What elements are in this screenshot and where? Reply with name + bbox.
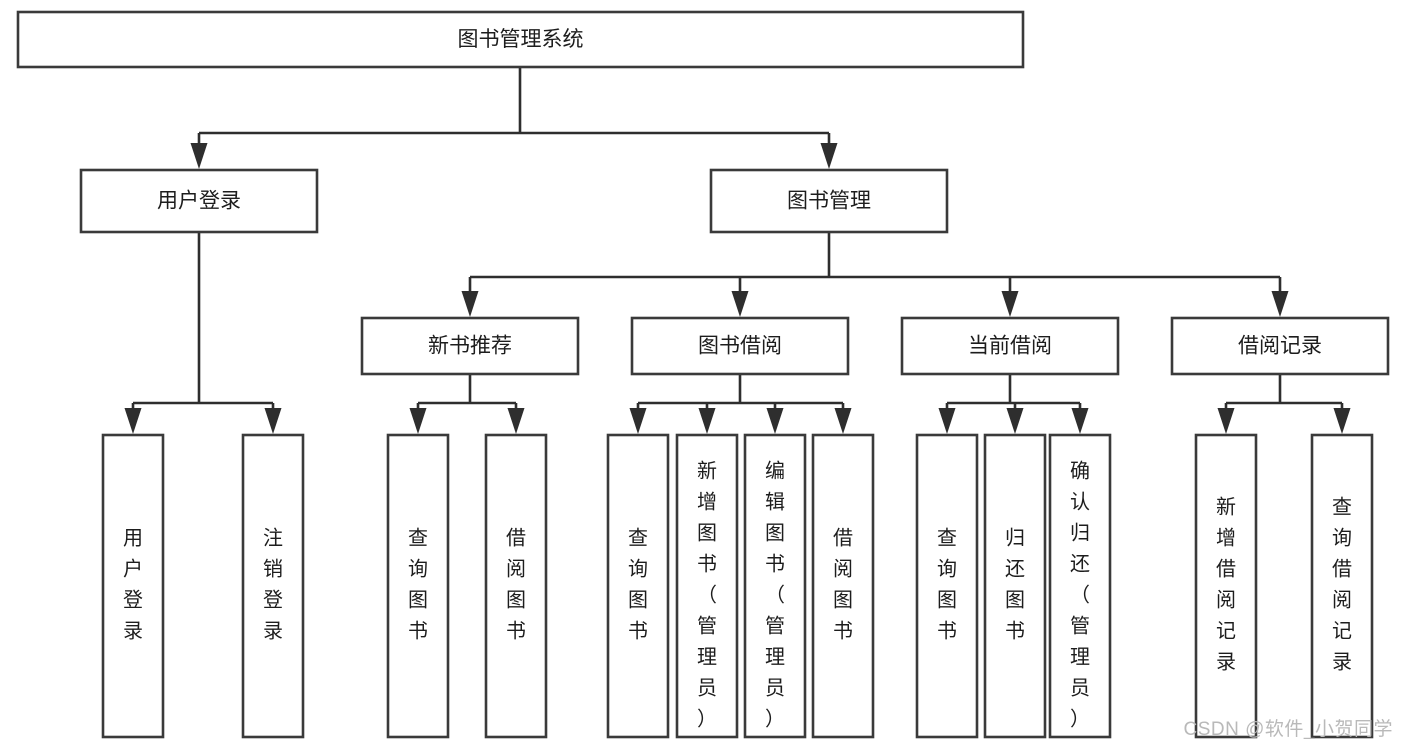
node-leaf[interactable]: 注销登录 [241,433,305,739]
connector-group [409,374,525,434]
node-box[interactable] [983,433,1047,739]
node-box[interactable] [101,433,165,739]
node-box[interactable] [1310,433,1374,739]
node-leaf[interactable]: 查询图书 [915,433,979,739]
node-box[interactable] [16,10,1025,69]
node-box[interactable] [606,433,670,739]
node-label: 新书推荐 [428,335,512,358]
node-level2[interactable]: 用户登录 [79,168,319,234]
arrowhead-icon [409,408,427,434]
node-box[interactable] [811,433,875,739]
node-label-vertical: 用户登录 [123,528,143,643]
connector-group [124,232,282,434]
node-leaf[interactable]: 归还图书 [983,433,1047,739]
node-box[interactable] [1048,433,1112,739]
node-label-vertical: 借阅图书 [833,527,853,643]
node-box[interactable] [630,316,850,376]
node-leaf[interactable]: 查询图书 [606,433,670,739]
node-level3[interactable]: 新书推荐 [360,316,580,376]
node-label-vertical: 确认归还（管理员） [1070,460,1090,731]
node-label-vertical: 新增借阅记录 [1216,496,1236,674]
node-label-vertical: 编辑图书（管理员） [765,460,785,731]
node-box[interactable] [79,168,319,234]
arrowhead-icon [264,408,282,434]
arrowhead-icon [190,143,208,169]
node-leaf[interactable]: 查询图书 [386,433,450,739]
node-leaf[interactable]: 新增图书（管理员） [675,433,739,739]
node-box[interactable] [709,168,949,234]
node-box[interactable] [1194,433,1258,739]
arrowhead-icon [1006,408,1024,434]
arrowhead-icon [461,291,479,317]
node-box[interactable] [1170,316,1390,376]
node-box[interactable] [484,433,548,739]
arrowhead-icon [766,408,784,434]
node-label-vertical: 查询图书 [628,527,648,643]
node-leaf[interactable]: 编辑图书（管理员） [743,433,807,739]
arrowhead-icon [698,408,716,434]
node-label-vertical: 归还图书 [1005,527,1025,643]
node-leaf[interactable]: 确认归还（管理员） [1048,433,1112,739]
node-leaf[interactable]: 查询借阅记录 [1310,433,1374,739]
node-label-vertical: 查询图书 [937,527,957,643]
node-label: 借阅记录 [1238,335,1322,358]
arrowhead-icon [820,143,838,169]
node-level3[interactable]: 图书借阅 [630,316,850,376]
connector-group [938,374,1089,434]
connector-group [461,232,1289,317]
node-leaf[interactable]: 借阅图书 [484,433,548,739]
node-box[interactable] [915,433,979,739]
arrowhead-icon [507,408,525,434]
node-label: 图书管理 [787,190,871,213]
arrowhead-icon [1001,291,1019,317]
node-label-vertical: 新增图书（管理员） [697,460,717,731]
arrowhead-icon [1071,408,1089,434]
arrowhead-icon [124,408,142,434]
connector-group [190,67,838,169]
node-leaf[interactable]: 新增借阅记录 [1194,433,1258,739]
node-label: 图书借阅 [698,335,782,358]
csdn-watermark: CSDN @软件_小贺同学 [1183,719,1393,740]
node-box[interactable] [675,433,739,739]
node-box[interactable] [900,316,1120,376]
node-label: 用户登录 [157,190,241,213]
node-label-vertical: 查询借阅记录 [1332,496,1352,674]
arrowhead-icon [1333,408,1351,434]
node-label-vertical: 查询图书 [408,527,428,643]
node-level3[interactable]: 借阅记录 [1170,316,1390,376]
arrowhead-icon [834,408,852,434]
node-leaf[interactable]: 用户登录 [101,433,165,739]
node-box[interactable] [386,433,450,739]
node-level3[interactable]: 当前借阅 [900,316,1120,376]
node-box[interactable] [360,316,580,376]
arrowhead-icon [731,291,749,317]
node-label: 当前借阅 [968,335,1052,358]
node-box[interactable] [241,433,305,739]
node-level2[interactable]: 图书管理 [709,168,949,234]
connector-group [629,374,852,434]
node-box[interactable] [743,433,807,739]
arrowhead-icon [629,408,647,434]
connector-group [1217,374,1351,434]
node-leaf[interactable]: 借阅图书 [811,433,875,739]
arrowhead-icon [1217,408,1235,434]
node-root[interactable]: 图书管理系统 [16,10,1025,69]
arrowhead-icon [1271,291,1289,317]
node-label-vertical: 借阅图书 [506,527,526,643]
node-label: 图书管理系统 [458,28,584,51]
node-label-vertical: 注销登录 [263,527,283,643]
arrowhead-icon [938,408,956,434]
